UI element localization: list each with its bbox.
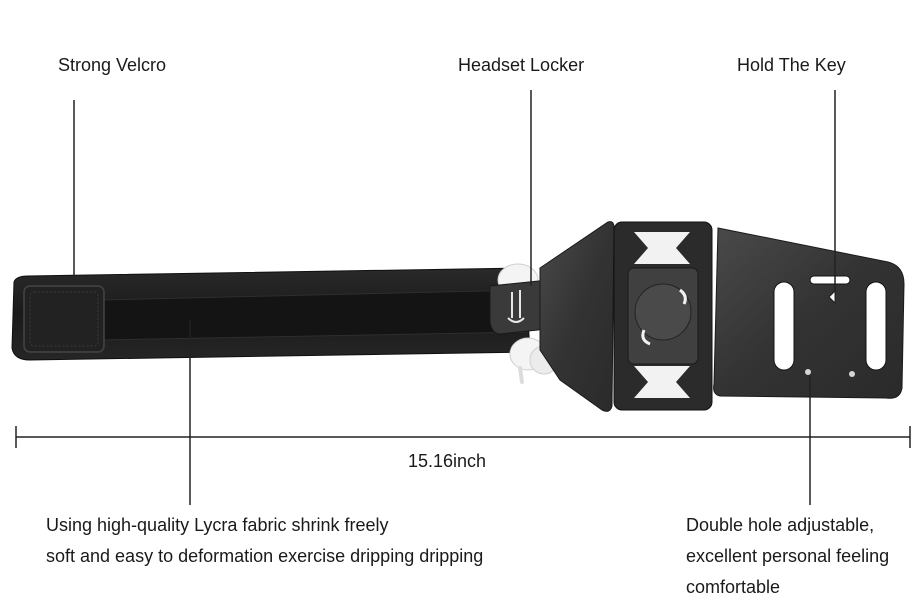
right-panel [713,227,905,399]
fabric-description: Using high-quality Lycra fabric shrink f… [46,510,483,572]
key-slot [809,275,851,285]
left-panel [539,221,615,412]
holes-description-line: Double hole adjustable, [686,515,875,535]
holes-description: Double hole adjustable, excellent person… [686,510,889,603]
holes-description-line: excellent personal feeling [686,546,890,566]
adjust-hole-right [865,281,887,371]
fabric-description-line: Using high-quality Lycra fabric shrink f… [46,515,389,535]
length-dimension: 15.16inch [408,451,487,471]
headset-callout: Headset Locker [458,55,585,75]
phone-holder [613,221,713,411]
headset-locker-tab [489,279,553,335]
key-callout: Hold The Key [737,55,846,75]
velcro-callout: Strong Velcro [58,55,167,75]
velcro-patch [23,285,105,353]
dimension-line [15,426,911,448]
fabric-description-line: soft and easy to deformation exercise dr… [46,546,484,566]
adjust-hole-left [773,281,795,371]
holes-description-line: comfortable [686,577,781,597]
earbuds [497,263,559,384]
